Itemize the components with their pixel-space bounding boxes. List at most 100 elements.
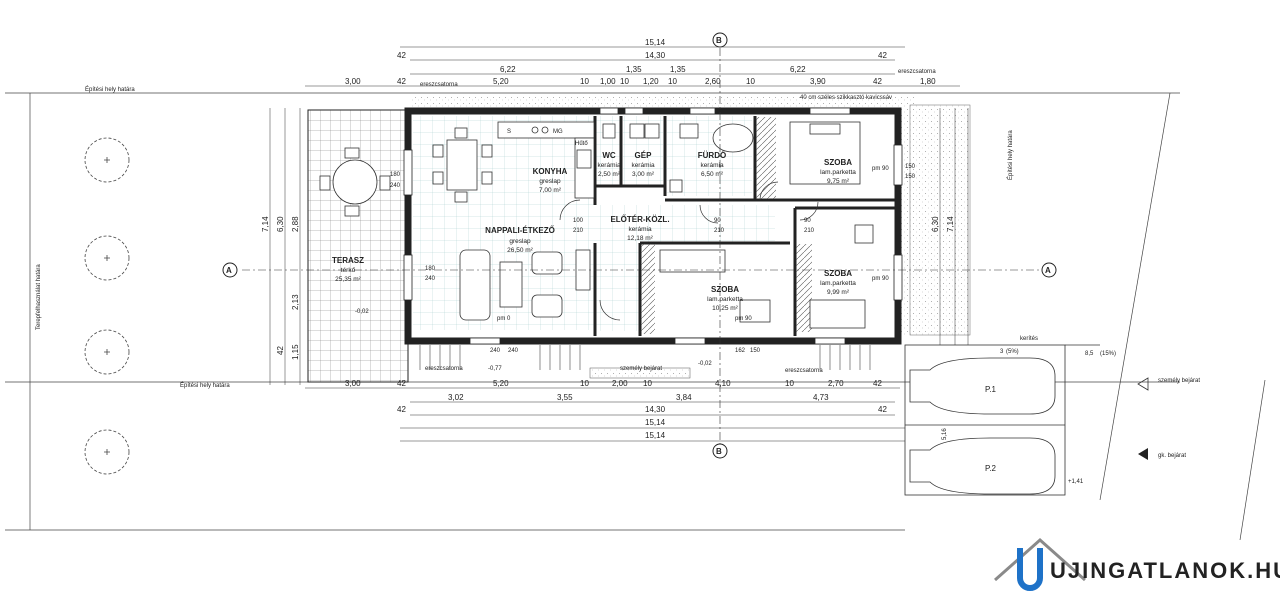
front-steps (419, 345, 871, 370)
site-logo: UJINGATLANOK.HU (994, 537, 1280, 591)
dim-top2-3: 10 (580, 77, 589, 86)
level-minus: -0,77 (488, 366, 502, 372)
dim-bot-inner: 14,30 (645, 405, 666, 414)
room-bed2-name: SZOBA (711, 285, 739, 294)
building-outer-wall (404, 107, 902, 345)
opening-15: 162 (735, 348, 746, 354)
footpath-label: személy bejárat (620, 366, 662, 372)
tree-4-icon (84, 429, 130, 475)
room-hall-name: ELŐTÉR-KÖZL. (610, 215, 669, 224)
axis-right-label: A (1045, 266, 1051, 275)
level-plus: +1,41 (1068, 479, 1084, 485)
dim-top-row-4: 6,22 (790, 65, 806, 74)
door-swings (559, 181, 819, 321)
gravel-label: 40 cm széles szikkasztó kavicssáv (800, 95, 892, 101)
dim-top2-5: 10 (620, 77, 629, 86)
dim-top2-12: 1,80 (920, 77, 936, 86)
eaves-top-right: ereszcsatorna (898, 69, 936, 75)
opening-9: 90 (804, 218, 811, 224)
slope-small-pct: (5%) (1006, 349, 1019, 355)
dim-top2-0: 3,00 (345, 77, 361, 86)
logo-house-icon (994, 537, 1086, 582)
opening-10: 210 (804, 228, 815, 234)
slope-big-pct: (15%) (1100, 351, 1116, 357)
dim-bot1-6: 4,10 (715, 379, 731, 388)
dim-top2-9: 10 (746, 77, 755, 86)
room-terrace-name: TERASZ (332, 256, 364, 265)
axis-top-label: B (716, 36, 722, 45)
dim-left-part-4: 42 (276, 346, 285, 355)
hatched-wall (641, 244, 655, 334)
fridge-label: Hűtő (575, 141, 588, 147)
room-hall-area: 12,18 m² (627, 235, 653, 242)
room-gep-floor: kerámia (631, 162, 655, 169)
room-wc-area: 2,50 m² (598, 171, 621, 178)
dim-bot1-0: 3,00 (345, 379, 361, 388)
axis-bottom-label: B (716, 447, 722, 456)
building-limit-label-top: Építési hely határa (85, 86, 135, 93)
dim-bot1-5: 10 (643, 379, 652, 388)
terrace-table (319, 147, 391, 217)
opening-13: 240 (490, 348, 501, 354)
room-living-name: NAPPALI-ÉTKEZŐ (485, 226, 555, 235)
tree-3-icon (84, 329, 130, 375)
room-kitchen-floor: greslap (539, 178, 561, 185)
opening-8: 210 (714, 228, 725, 234)
car-entry-arrow-icon (1138, 448, 1148, 460)
dim-top-outer: 15,14 (645, 38, 666, 47)
people-entry-arrow-icon (1137, 377, 1149, 391)
bedroom-furniture (659, 121, 874, 329)
opening-16: 150 (750, 348, 761, 354)
opening-2: 240 (390, 183, 401, 189)
dim-right-inner: 6,30 (931, 216, 940, 232)
axis-left-label: A (226, 266, 232, 275)
room-terrace-area: 25,35 m² (335, 276, 361, 283)
room-labels: TERASZ térkő 25,35 m² KONYHA greslap 7,0… (332, 151, 856, 312)
level-step-2: -0,02 (698, 361, 712, 367)
dim-bot1-9: 42 (873, 379, 882, 388)
dim-top-row-3: 1,35 (670, 65, 686, 74)
parking-area (904, 344, 1100, 496)
dim-top-edge-left: 42 (397, 51, 406, 60)
room-kitchen-name: KONYHA (533, 167, 568, 176)
dim-bot-outer-1: 15,14 (645, 418, 666, 427)
dim-bot1-1: 42 (397, 379, 406, 388)
pm-label-bed3: pm 90 (872, 276, 889, 282)
dim-bot1-8: 2,70 (828, 379, 844, 388)
tree-2-icon (84, 235, 130, 281)
parking-p2-label: P.2 (985, 464, 997, 473)
dim-top-inner: 14,30 (645, 51, 666, 60)
building-limit-label-right: Építési hely határa (1007, 130, 1014, 180)
slope-small: 3 (1000, 349, 1004, 355)
dim-bot-edge-right: 42 (878, 405, 887, 414)
opening-14: 240 (508, 348, 519, 354)
room-living-floor: greslap (509, 238, 531, 245)
car-entry-label: gk. bejárat (1158, 453, 1186, 459)
room-bed2-floor: lam.parketta (707, 296, 743, 303)
opening-6: 210 (573, 228, 584, 234)
dim-top2-11: 42 (873, 77, 882, 86)
people-entry-label: személy bejárat (1158, 378, 1200, 384)
dim-bot1-3: 10 (580, 379, 589, 388)
dim-bot2-0: 3,02 (448, 393, 464, 402)
dim-top2-1: 42 (397, 77, 406, 86)
dishwasher-label: MG (553, 129, 563, 135)
opening-11: 150 (905, 164, 916, 170)
building-limit-label-bottom: Építési hely határa (180, 382, 230, 389)
dim-bot1-2: 5,20 (493, 379, 509, 388)
pm-label-living: pm 0 (497, 316, 511, 322)
dim-left-total: 7,14 (261, 216, 270, 232)
room-bed3-floor: lam.parketta (820, 280, 856, 287)
sink-label: S (507, 129, 511, 135)
dim-top2-7: 10 (668, 77, 677, 86)
opening-5: 100 (573, 218, 584, 224)
dim-top2-8: 2,60 (705, 77, 721, 86)
dim-left-part-1: 2,88 (291, 216, 300, 232)
room-kitchen-area: 7,00 m² (539, 187, 562, 194)
room-wc-floor: kerámia (597, 162, 621, 169)
dim-left-inner: 6,30 (276, 216, 285, 232)
room-hall-floor: kerámia (628, 226, 652, 233)
room-bed2-area: 10,25 m² (712, 305, 738, 312)
windows (403, 107, 903, 345)
